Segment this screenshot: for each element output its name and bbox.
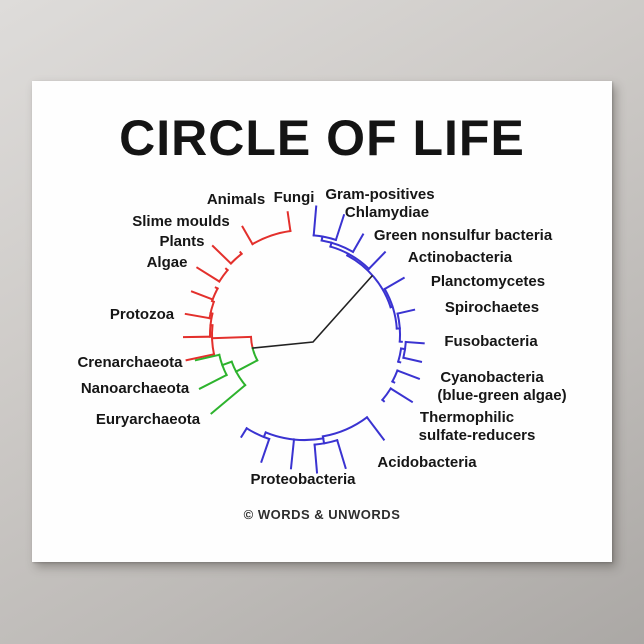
tree-tip-branch <box>396 369 421 380</box>
tree-tip-branch <box>260 437 271 463</box>
tree-branch <box>380 398 386 403</box>
tree-tip-branch <box>211 244 233 265</box>
tree-tip-branch <box>396 308 416 315</box>
clade-label: Fusobacteria <box>444 333 538 350</box>
tree-tip-branch <box>404 340 425 345</box>
clade-label: Algae <box>147 254 188 271</box>
tree-tip-branch <box>334 213 346 242</box>
tree-tip-branch <box>367 250 387 271</box>
tree-arc <box>345 254 392 309</box>
tree-branch <box>221 360 233 367</box>
tree-arc <box>312 234 338 242</box>
tree-arc <box>251 229 292 246</box>
clade-label: Spirochaetes <box>445 299 539 316</box>
tree-tip-branch <box>190 290 214 301</box>
tree-tip-branch <box>389 387 414 404</box>
tree-arc <box>229 252 244 265</box>
tree-branch <box>210 299 216 304</box>
tree-arc <box>313 438 339 446</box>
tree-tip-branch <box>312 205 318 237</box>
tree-tip-branch <box>335 438 347 470</box>
tree-tip-branch <box>185 353 216 362</box>
clade-label: Euryarchaeota <box>96 411 201 428</box>
tree-arc <box>329 245 371 271</box>
tree-branch <box>396 360 402 364</box>
clade-label: Chlamydiae <box>345 204 429 221</box>
tree-tip-branch <box>286 211 292 233</box>
tree-tip-branch <box>210 383 247 415</box>
tree-arc <box>211 324 216 356</box>
tree-arc <box>230 360 247 387</box>
clade-label: Protozoa <box>110 306 175 323</box>
clade-label: (blue-green algae) <box>437 387 566 404</box>
clade-label: Planctomycetes <box>431 273 545 290</box>
clade-label: sulfate-reducers <box>419 427 536 444</box>
tree-arc <box>380 387 393 402</box>
clade-label: Cyanobacteria <box>440 369 544 386</box>
tree-arc <box>396 347 403 363</box>
tree-tip-branch <box>240 426 249 439</box>
tree-arc <box>391 369 399 383</box>
tree-tip-branch <box>195 266 221 283</box>
clade-label: Animals <box>207 191 265 208</box>
clade-label: Proteobacteria <box>250 471 356 488</box>
clade-label: Green nonsulfur bacteria <box>374 227 553 244</box>
tree-arc <box>320 239 355 254</box>
tree-tip-branch <box>289 438 296 470</box>
tree-tip-branch <box>351 233 365 254</box>
clade-label: Plants <box>159 233 204 250</box>
clade-label: Crenarchaeota <box>77 354 183 371</box>
clade-label: Actinobacteria <box>408 249 513 266</box>
tree-arc <box>211 287 219 301</box>
clade-label: Gram-positives <box>325 186 434 203</box>
clade-label: Slime moulds <box>132 213 230 230</box>
tree-tip-branch <box>241 225 254 246</box>
poster-title: CIRCLE OF LIFE <box>119 110 525 166</box>
tree-branch <box>391 380 396 384</box>
tree-arc <box>249 335 254 350</box>
clade-label: Thermophilic <box>420 409 514 426</box>
tree-branch <box>214 286 219 290</box>
clade-label: Fungi <box>274 189 315 206</box>
tree-tip-branch <box>194 353 221 362</box>
copyright-credit: © WORDS & UNWORDS <box>243 507 401 522</box>
tree-tip-branch <box>313 443 319 474</box>
tree-branch <box>234 359 259 373</box>
tree-root-branch <box>252 274 374 349</box>
tree-tip-branch <box>365 415 386 442</box>
tree-tip-branch <box>198 373 228 390</box>
tree-arc <box>251 346 259 362</box>
poster <box>32 81 612 562</box>
tree-tip-branch <box>402 356 423 364</box>
tree-branch <box>224 267 230 272</box>
tree-arc <box>217 268 230 283</box>
tree-branch <box>211 335 253 340</box>
tree-arc <box>383 287 398 330</box>
clade-label: Acidobacteria <box>377 454 477 471</box>
tree-tip-branch <box>383 276 406 291</box>
tree-tip-branch <box>184 312 211 320</box>
tree-branch <box>238 250 244 256</box>
tree-arc <box>321 415 369 438</box>
clade-label: Nanoarchaeota <box>81 380 190 397</box>
